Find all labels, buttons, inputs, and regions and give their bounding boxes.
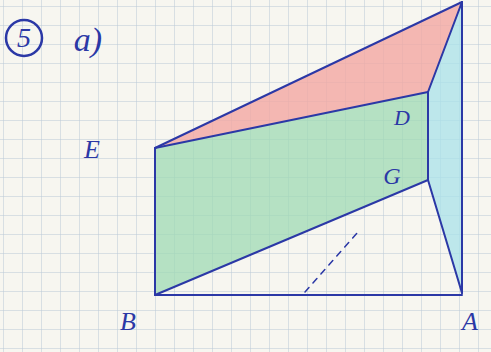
cyan-face [428,2,462,293]
vertex-label: B [120,309,136,335]
vertex-label: D [394,107,410,129]
part-label: a) [74,23,102,57]
number-circle [6,20,42,56]
green-face [155,92,428,295]
vertex-label: E [84,137,100,163]
vertex-label: A [462,309,478,335]
problem-number: 5 [17,24,31,52]
vertex-label: G [383,164,400,188]
figure-edges [155,2,462,295]
